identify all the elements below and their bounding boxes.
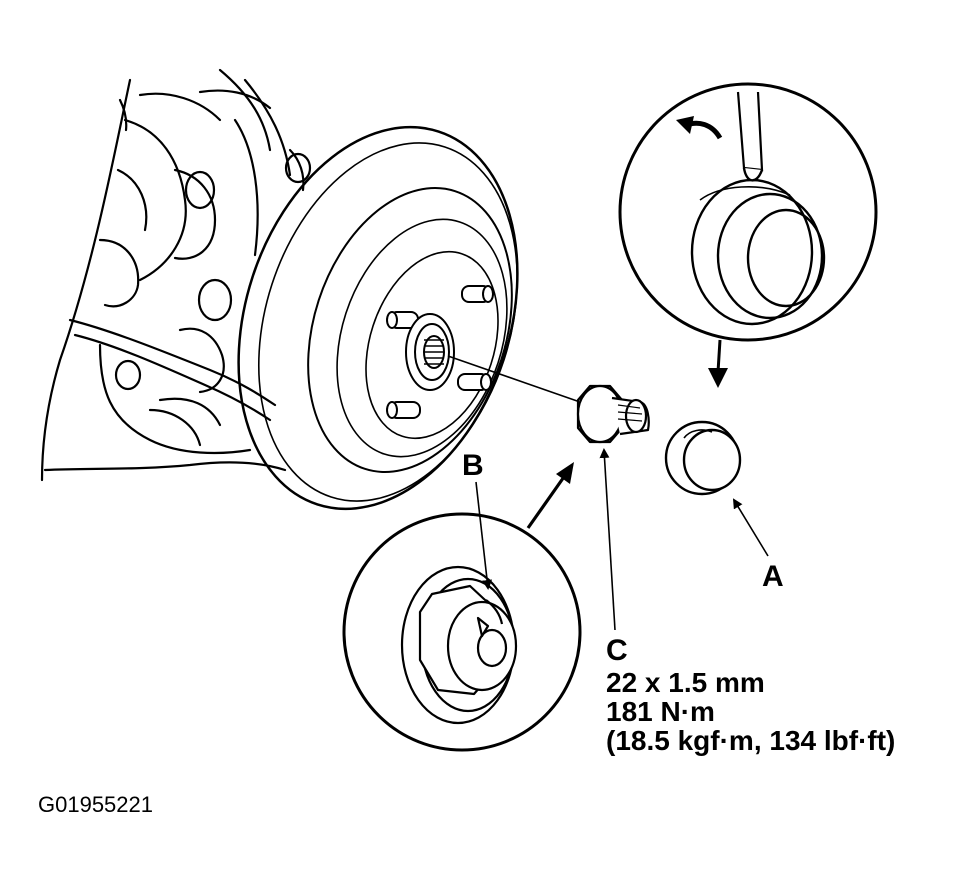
torque-spec: 22 x 1.5 mm 181 N·m (18.5 kgf·m, 134 lbf…	[606, 668, 895, 755]
wheel-stud	[386, 401, 421, 419]
leader-b	[475, 481, 493, 590]
callout-leaders	[475, 448, 769, 631]
wheel-stud	[457, 373, 492, 391]
callout-b: B	[462, 449, 484, 482]
spec-thread-size: 22 x 1.5 mm	[606, 667, 765, 698]
detail-to-cap-arrow	[708, 339, 728, 388]
spindle-nut-cap	[664, 420, 742, 496]
figure-id: G01955221	[38, 792, 153, 817]
wheel-stud	[461, 285, 494, 303]
spec-torque-alt-units: (18.5 kgf·m, 134 lbf·ft)	[606, 725, 896, 756]
brake-disc	[237, 125, 519, 511]
callout-c: C	[606, 634, 628, 667]
alignment-line	[447, 355, 581, 403]
detail-to-nut-arrow	[526, 462, 574, 529]
nut-stake-detail	[342, 512, 582, 752]
spindle-nut	[576, 384, 650, 444]
callout-a: A	[762, 560, 784, 593]
hub-spindle	[405, 313, 455, 391]
spec-torque-nm: 181 N·m	[606, 696, 715, 727]
cap-removal-detail	[618, 82, 878, 342]
leader-c	[599, 448, 616, 631]
suspension-knuckle	[40, 68, 312, 482]
leader-a	[732, 498, 769, 557]
wheel-studs	[386, 285, 494, 419]
